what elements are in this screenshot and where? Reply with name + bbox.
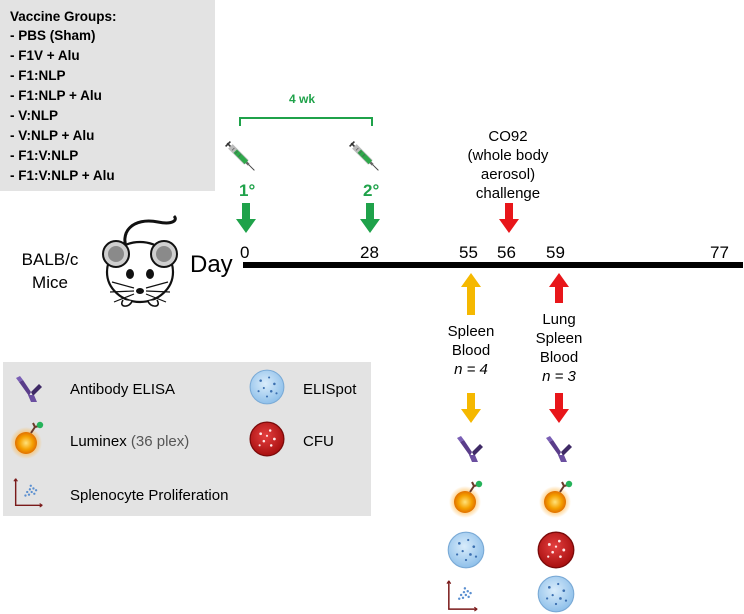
challenge-arrow-icon (499, 203, 519, 233)
vaccine-groups-list: - PBS (Sham) - F1V + Alu - F1:NLP - F1:N… (10, 26, 115, 186)
harvest59-line-1: Lung (542, 311, 576, 328)
interval-label: 4 wk (289, 92, 316, 106)
legend-luminex-text: Luminex (70, 433, 127, 450)
vaccine-group-item: - PBS (Sham) (10, 28, 96, 43)
luminex-icon (448, 479, 484, 518)
legend-elispot-label: ELISpot (303, 381, 357, 398)
proliferation-icon (13, 477, 44, 508)
proliferation-icon (446, 580, 478, 612)
legend-luminex-label: Luminex (36 plex) (70, 433, 189, 450)
harvest55-up-arrow-icon (461, 273, 481, 315)
subject-label: BALB/c Mice (10, 248, 90, 294)
harvest59-line-3: Blood (539, 349, 579, 366)
vaccine-groups-panel: Vaccine Groups: - PBS (Sham) - F1V + Alu… (0, 0, 215, 191)
harvest55-label: Spleen Blood n = 4 (431, 322, 511, 379)
timeline-axis (243, 262, 743, 268)
vaccine-group-item: - F1:V:NLP + Alu (10, 168, 115, 183)
harvest59-down-arrow-icon (549, 393, 569, 423)
vaccine-group-item: - V:NLP + Alu (10, 128, 95, 143)
harvest55-n: n = 4 (454, 361, 488, 378)
challenge-line-3: aerosol) (480, 166, 536, 183)
legend-prolif-label: Splenocyte Proliferation (70, 487, 229, 504)
day-label: Day (190, 251, 233, 278)
elispot-icon (447, 531, 485, 569)
tick-label-0: 0 (240, 243, 250, 262)
subject-line-1: BALB/c (21, 250, 79, 269)
harvest59-label: Lung Spleen Blood n = 3 (519, 310, 599, 386)
elispot-icon (537, 575, 575, 613)
vaccine-group-item: - F1V + Alu (10, 48, 80, 63)
harvest59-n: n = 3 (542, 368, 576, 385)
tick-label-77: 77 (710, 243, 729, 262)
harvest55-down-arrow-icon (461, 393, 481, 423)
dose2-label: 2° (363, 181, 380, 200)
antibody-icon (16, 376, 42, 402)
challenge-line-1: CO92 (488, 128, 528, 145)
legend-panel: Antibody ELISA Luminex (36 plex) Splenoc… (3, 362, 371, 516)
cfu-icon (537, 531, 575, 569)
vaccine-group-item: - V:NLP (10, 108, 59, 123)
syringe-icon-dose2 (348, 140, 380, 172)
interval-bracket (239, 117, 373, 126)
harvest55-line-2: Blood (451, 342, 491, 359)
tick-label-59: 59 (546, 243, 565, 262)
dose2-arrow-icon (360, 203, 380, 233)
elispot-icon (249, 369, 285, 405)
antibody-icon (457, 436, 483, 462)
challenge-line-2: (whole body (467, 147, 549, 164)
tick-label-55: 55 (459, 243, 478, 262)
mouse-icon (102, 214, 178, 307)
cfu-icon (249, 421, 285, 457)
legend-antibody-label: Antibody ELISA (70, 381, 176, 398)
harvest55-line-1: Spleen (447, 323, 495, 340)
dose1-arrow-icon (236, 203, 256, 233)
tick-label-28: 28 (360, 243, 379, 262)
antibody-icon (546, 436, 572, 462)
syringe-icon-dose1 (224, 140, 256, 172)
challenge-label: CO92 (whole body aerosol) challenge (448, 127, 568, 203)
dose1-label: 1° (239, 181, 256, 200)
luminex-icon (538, 479, 574, 518)
harvest59-line-2: Spleen (535, 330, 583, 347)
tick-label-56: 56 (497, 243, 516, 262)
subject-line-2: Mice (32, 273, 68, 292)
vaccine-groups-title: Vaccine Groups: (10, 9, 117, 24)
luminex-icon (9, 420, 45, 459)
challenge-line-4: challenge (475, 185, 541, 202)
harvest59-up-arrow-icon (549, 273, 569, 303)
legend-luminex-suffix: (36 plex) (130, 433, 190, 450)
vaccine-group-item: - F1:NLP (10, 68, 66, 83)
legend-cfu-label: CFU (303, 433, 334, 450)
vaccine-group-item: - F1:V:NLP (10, 148, 79, 163)
vaccine-group-item: - F1:NLP + Alu (10, 88, 102, 103)
